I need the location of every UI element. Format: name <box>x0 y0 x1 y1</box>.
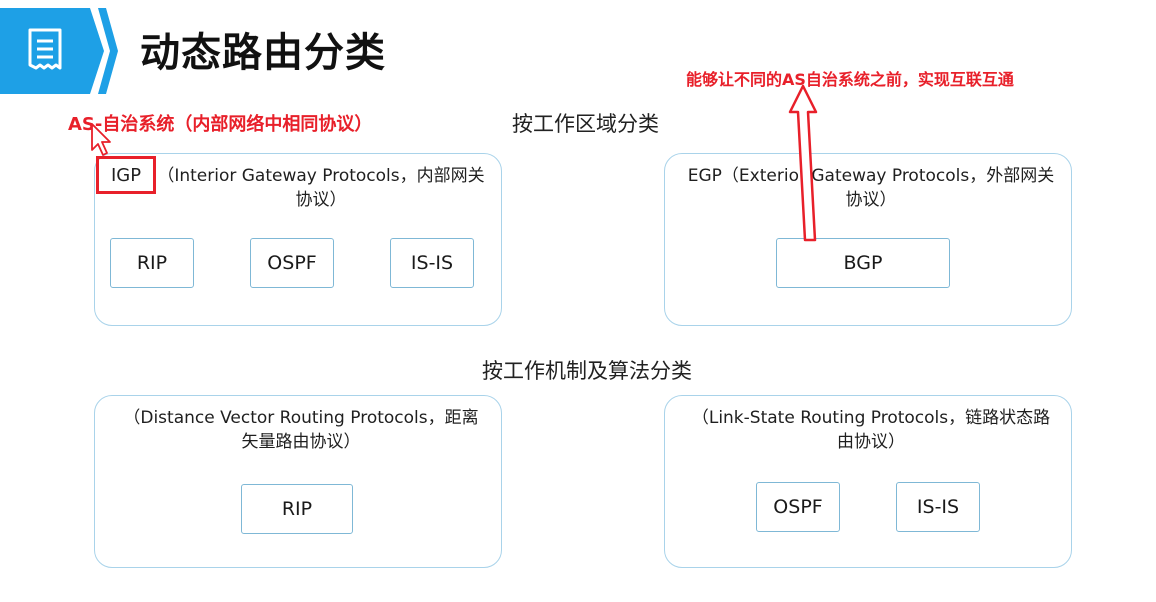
igp-panel: （Interior Gateway Protocols，内部网关协议） RIP … <box>94 153 502 326</box>
protocol-box-bgp: BGP <box>776 238 950 288</box>
pointer-cursor-icon <box>91 123 111 156</box>
link-state-panel: （Link-State Routing Protocols，链路状态路由协议） … <box>664 395 1072 568</box>
protocol-box-isis: IS-IS <box>390 238 474 288</box>
as-annotation: AS-自治系统（内部网络中相同协议） <box>68 114 373 135</box>
igp-tag-highlight: IGP <box>96 156 156 194</box>
egp-description: EGP（Exterior Gateway Protocols，外部网关协议） <box>687 166 1055 210</box>
egp-annotation: 能够让不同的AS自治系统之前，实现互联互通 <box>686 70 1014 89</box>
distance-vector-description: （Distance Vector Routing Protocols，距离矢量路… <box>123 408 479 452</box>
link-state-description: （Link-State Routing Protocols，链路状态路由协议） <box>691 408 1051 452</box>
section-title-by-algorithm: 按工作机制及算法分类 <box>482 359 692 383</box>
protocol-box-rip: RIP <box>110 238 194 288</box>
protocol-box-rip-dv: RIP <box>241 484 353 534</box>
protocol-box-ospf-ls: OSPF <box>756 482 840 532</box>
section-title-by-area: 按工作区域分类 <box>512 112 659 136</box>
protocol-box-ospf: OSPF <box>250 238 334 288</box>
page-title: 动态路由分类 <box>140 30 386 76</box>
document-list-icon <box>28 28 62 70</box>
red-arrow <box>788 84 818 242</box>
igp-description: （Interior Gateway Protocols，内部网关协议） <box>157 166 485 210</box>
egp-panel: EGP（Exterior Gateway Protocols，外部网关协议） B… <box>664 153 1072 326</box>
distance-vector-panel: （Distance Vector Routing Protocols，距离矢量路… <box>94 395 502 568</box>
header-badge <box>0 8 118 94</box>
protocol-box-isis-ls: IS-IS <box>896 482 980 532</box>
